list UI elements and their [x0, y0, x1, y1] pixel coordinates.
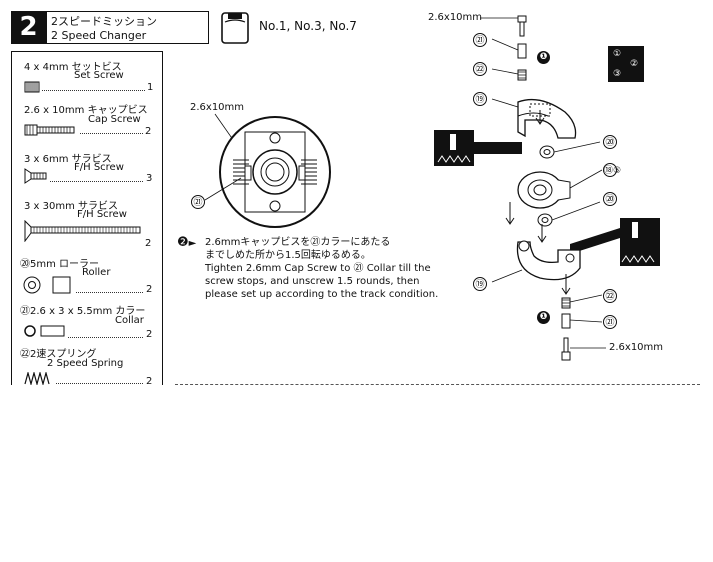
instruction-en-2: screw stops, and unscrew 1.5 rounds, the… [205, 276, 420, 287]
step-title-jp: 2スピードミッション [51, 15, 157, 28]
step-title-en: 2 Speed Changer [51, 29, 147, 42]
order-badge: ① ② ③ [608, 46, 644, 82]
callout-21-bottom: ㉑ [603, 315, 617, 329]
detail-collar-callout: ㉑ [191, 195, 205, 209]
set-screw-icon [24, 81, 40, 93]
bottom-screw-label: 2.6x10mm [609, 342, 664, 353]
callout-22-bottom: ㉒ [603, 289, 617, 303]
instruction-jp-2: までしめた所から1.5回転ゆるめる。 [205, 250, 371, 261]
part-2-en: Cap Screw [88, 114, 141, 125]
part-2-qty: 2 [145, 126, 152, 137]
part-7-qty: 2 [146, 376, 153, 387]
top-screw-label: 2.6x10mm [428, 12, 483, 23]
callout-21-top: ㉑ [473, 33, 487, 47]
part-1-qty: 1 [147, 82, 154, 93]
callout-19-bottom: ⑲ [473, 277, 487, 291]
part-3-en: F/H Screw [74, 162, 124, 173]
part-6-jp: ㉑2.6 x 3 x 5.5mm カラー [20, 306, 146, 317]
part-4-en: F/H Screw [77, 209, 127, 220]
part-7-jp: ㉒2速スプリング [20, 349, 97, 360]
callout-185: ⑱⑤ [603, 163, 621, 177]
collar-icon [24, 325, 65, 337]
callout-20-bottom: ⑳ [603, 192, 617, 206]
applicable-models: No.1, No.3, No.7 [259, 19, 357, 33]
part-5-qty: 2 [146, 284, 153, 295]
callout-19-top: ⑲ [473, 92, 487, 106]
exploded-diagram [434, 15, 660, 361]
part-1-en: Set Screw [74, 70, 124, 81]
part-3-qty: 3 [146, 173, 153, 184]
fh-screw-long-icon [24, 220, 141, 242]
callout-20-top: ⑳ [603, 135, 617, 149]
part-4-qty: 2 [145, 238, 152, 249]
step-marker-1-bottom: ❶ [537, 311, 550, 324]
section-divider [175, 384, 700, 385]
tank-icon [221, 12, 249, 44]
part-6-en: Collar [115, 315, 144, 326]
part-3-jp: 3 x 6mm サラビス [24, 154, 112, 165]
collar-detail-diagram [204, 113, 331, 228]
detail-screw-label: 2.6x10mm [190, 102, 245, 113]
part-2-jp: 2.6 x 10mm キャップビス [24, 105, 148, 116]
part-1-jp: 4 x 4mm セットビス [24, 62, 122, 73]
spring-icon [24, 372, 50, 385]
instruction-en-3: please set up according to the track con… [205, 289, 439, 300]
part-5-en: Roller [82, 267, 111, 278]
fh-screw-short-icon [24, 168, 47, 184]
cap-screw-icon [24, 124, 75, 136]
callout-22-top: ㉒ [473, 62, 487, 76]
roller-icon [23, 276, 71, 294]
instruction-en-1: Tighten 2.6mm Cap Screw to ㉑ Collar till… [205, 263, 431, 274]
step-marker-1-top: ❶ [537, 51, 550, 64]
instruction-marker: ❷► [177, 235, 197, 250]
step-title-box: 2スピードミッション 2 Speed Changer [46, 11, 209, 44]
step-number: 2 [11, 11, 46, 44]
instruction-jp-1: 2.6mmキャップビスを㉑カラーにあたる [205, 237, 391, 248]
part-7-en: 2 Speed Spring [47, 358, 124, 369]
parts-list [11, 51, 163, 385]
part-6-qty: 2 [146, 329, 153, 340]
part-4-jp: 3 x 30mm サラビス [24, 201, 119, 212]
part-5-jp: ⑳5mm ローラー [20, 259, 100, 270]
